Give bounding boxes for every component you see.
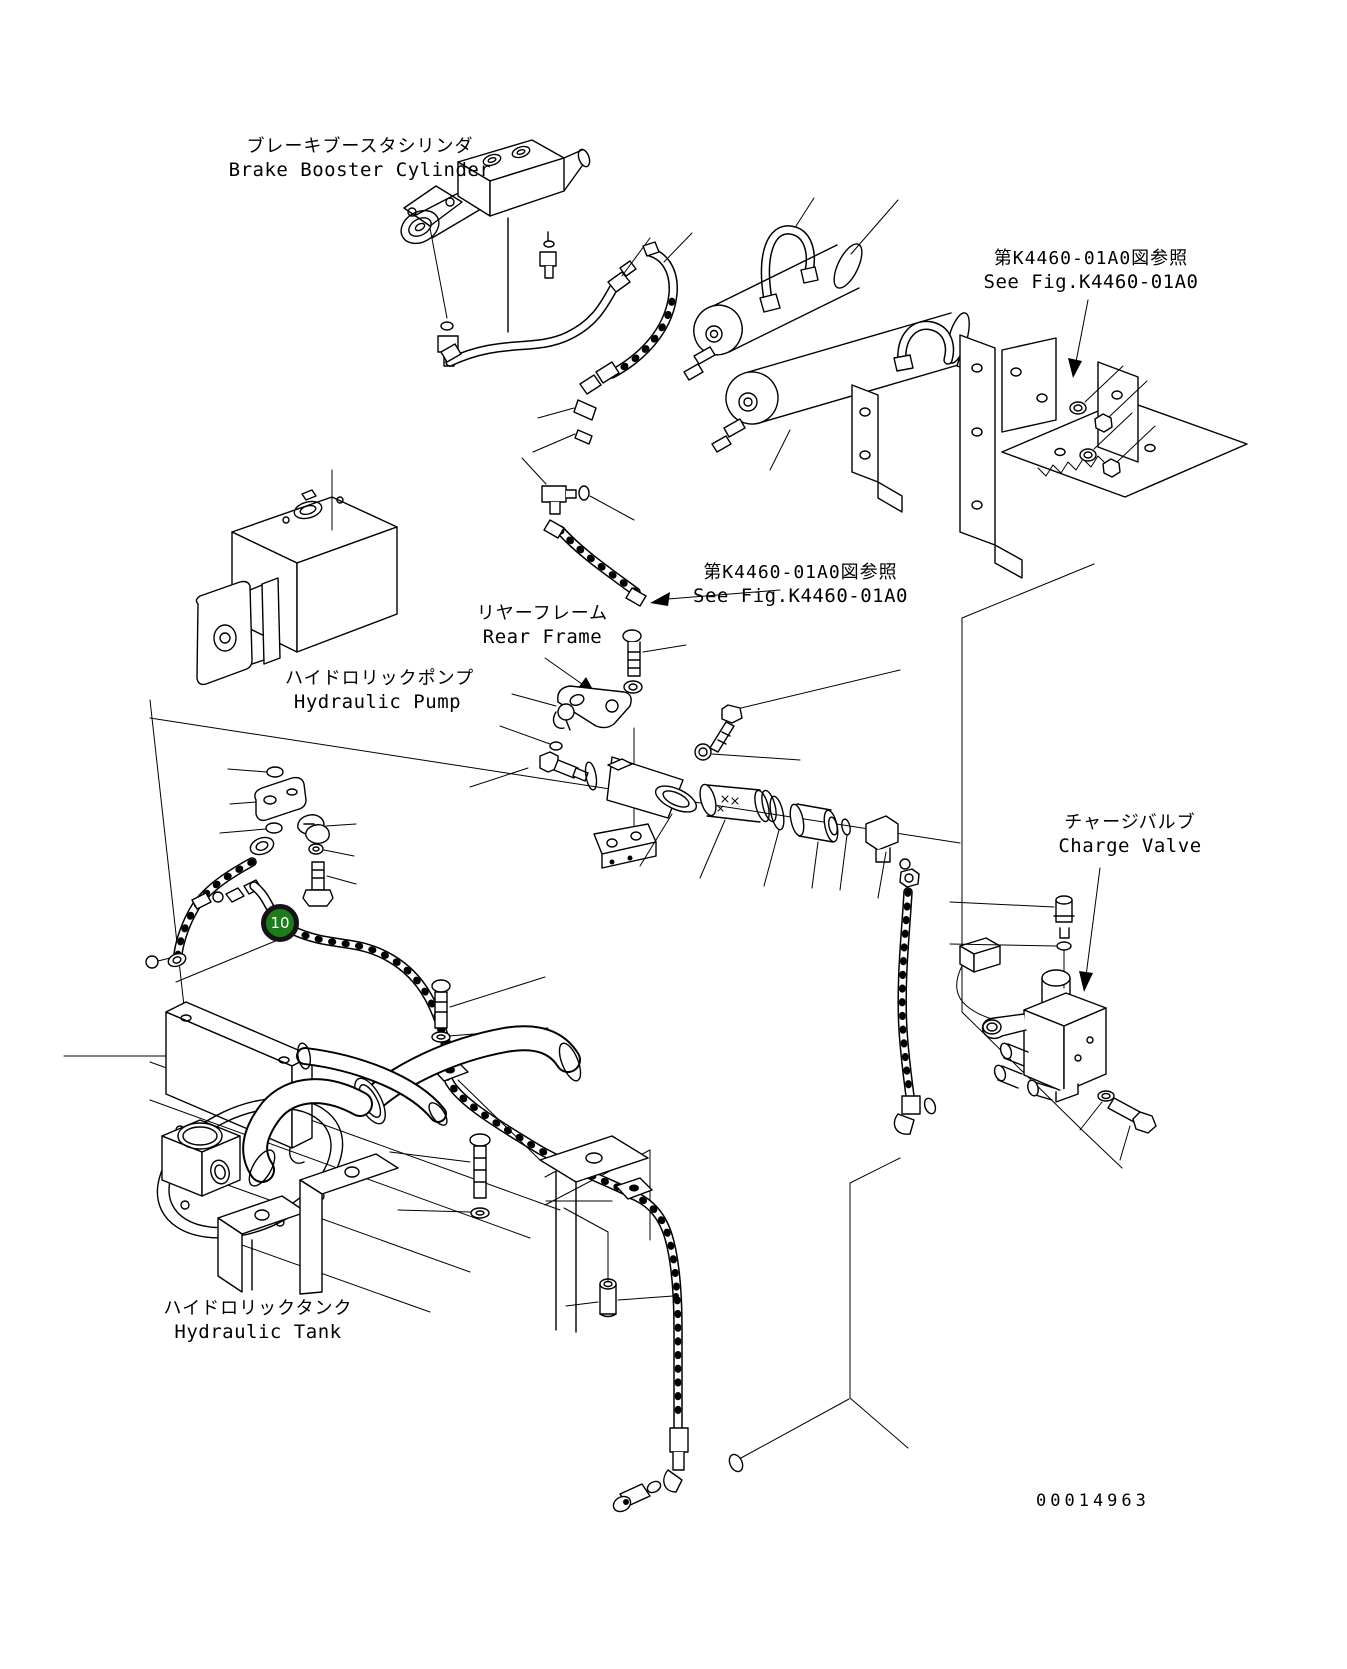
charge-valve-drawing xyxy=(950,868,1156,1160)
tee-fittings xyxy=(522,400,634,520)
brake-booster-cylinder-drawing xyxy=(395,140,592,366)
label-charge-valve-jp: チャージバルブ xyxy=(1064,812,1196,833)
label-rear-frame: リヤーフレーム Rear Frame xyxy=(455,603,630,649)
accumulator-2 xyxy=(712,311,982,470)
label-hydraulic-tank: ハイドロリックタンク Hydraulic Tank xyxy=(163,1298,353,1344)
label-see-fig-top: 第K4460-01A0図参照 See Fig.K4460-01A0 xyxy=(960,248,1222,294)
hydraulic-pump-drawing xyxy=(196,470,397,684)
label-brake-booster-cylinder-en: Brake Booster Cylinder xyxy=(228,158,492,181)
u-shaped-hose xyxy=(760,198,818,312)
label-see-fig-mid-en: See Fig.K4460-01A0 xyxy=(693,584,908,607)
label-see-fig-top-jp: 第K4460-01A0図参照 xyxy=(993,248,1189,269)
label-rear-frame-jp: リヤーフレーム xyxy=(476,603,609,624)
brake-hose-2 xyxy=(580,233,692,394)
label-see-fig-top-en: See Fig.K4460-01A0 xyxy=(983,270,1199,293)
hydraulic-tank-drawing xyxy=(64,1002,648,1332)
mounting-brackets xyxy=(852,335,1247,578)
part-10-hose xyxy=(254,886,849,1515)
label-hydraulic-pump-en: Hydraulic Pump xyxy=(293,690,462,713)
rear-frame-link xyxy=(545,630,686,848)
label-rear-frame-en: Rear Frame xyxy=(482,625,603,648)
label-brake-booster-cylinder-jp: ブレーキブースタシリンダ xyxy=(246,136,474,157)
filter-valve-assembly xyxy=(470,670,919,898)
figure-number: 00014963 xyxy=(1036,1491,1150,1511)
label-hydraulic-tank-jp: ハイドロリックタンク xyxy=(163,1298,353,1319)
charge-valve-hose xyxy=(894,892,937,1134)
label-see-fig-mid: 第K4460-01A0図参照 See Fig.K4460-01A0 xyxy=(668,562,933,608)
accumulator-1 xyxy=(684,200,898,380)
pump-fitting-parts xyxy=(146,767,356,969)
label-hydraulic-tank-en: Hydraulic Tank xyxy=(174,1320,342,1343)
see-fig-top-arrow xyxy=(1068,300,1088,378)
see-fig-hose xyxy=(544,520,780,606)
label-hydraulic-pump-jp: ハイドロリックポンプ xyxy=(285,668,475,689)
label-hydraulic-pump: ハイドロリックポンプ Hydraulic Pump xyxy=(285,668,475,714)
label-see-fig-mid-jp: 第K4460-01A0図参照 xyxy=(703,562,898,583)
callout-badge-10[interactable]: 10 xyxy=(261,904,299,942)
brake-hose-1 xyxy=(441,238,650,362)
label-brake-booster-cylinder: ブレーキブースタシリンダ Brake Booster Cylinder xyxy=(215,136,505,182)
label-charge-valve-en: Charge Valve xyxy=(1058,834,1202,857)
label-charge-valve: チャージバルブ Charge Valve xyxy=(1040,812,1220,858)
